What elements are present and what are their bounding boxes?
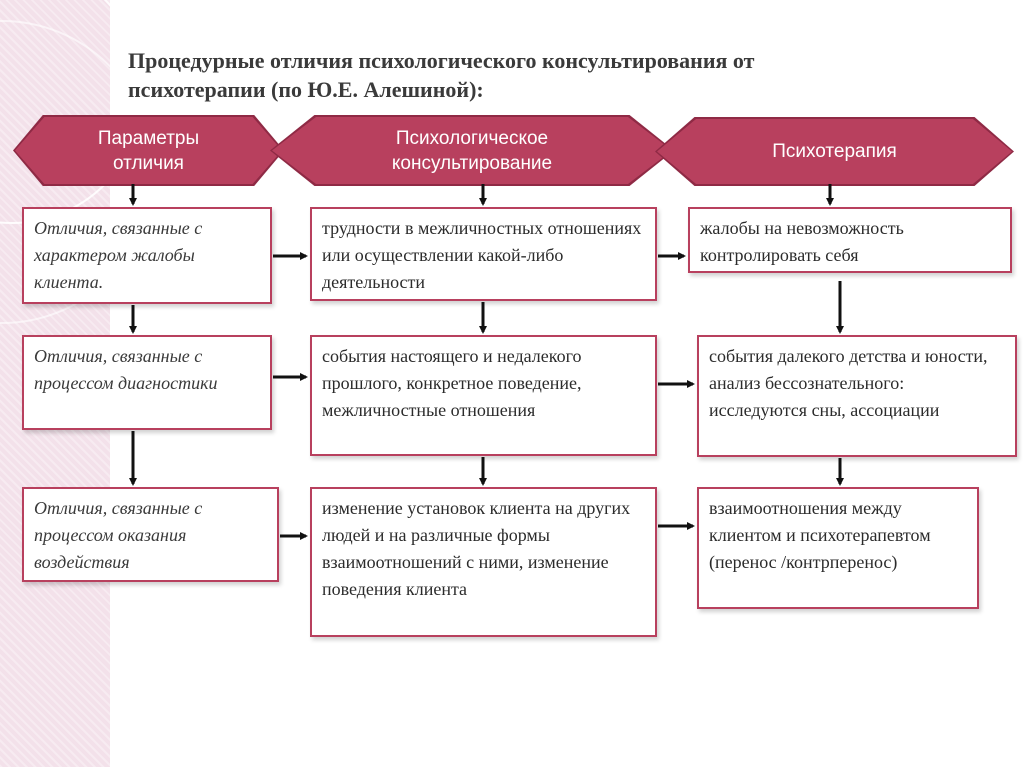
parameter-box-diagnostics: Отличия, связанные с процессом диагности… — [22, 335, 272, 430]
therapy-box-complaint: жалобы на невозможность контролировать с… — [688, 207, 1012, 273]
consulting-box-diagnostics: события настоящего и недалекого прошлого… — [310, 335, 657, 456]
header-consulting: Психологическое консультирование — [272, 117, 672, 184]
consulting-text: изменение установок клиента на других лю… — [322, 498, 631, 599]
header-params-label: Параметры отличия — [97, 127, 200, 174]
therapy-text: жалобы на невозможность контролировать с… — [700, 218, 904, 265]
header-therapy-label: Психотерапия — [772, 141, 897, 162]
consulting-box-intervention: изменение установок клиента на других лю… — [310, 487, 657, 637]
parameter-text: Отличия, связанные с характером жалобы к… — [34, 218, 203, 292]
consulting-text: события настоящего и недалекого прошлого… — [322, 346, 582, 420]
consulting-text: трудности в межличностных отношениях или… — [322, 218, 642, 292]
therapy-text: взаимоотношения между клиентом и психоте… — [709, 498, 931, 572]
header-consulting-label: Психологическое консультирование — [391, 127, 553, 174]
header-therapy: Психотерапия — [657, 119, 1012, 184]
parameter-text: Отличия, связанные с процессом оказания … — [34, 498, 203, 572]
therapy-box-diagnostics: события далекого детства и юности, анали… — [697, 335, 1017, 457]
parameter-box-intervention: Отличия, связанные с процессом оказания … — [22, 487, 279, 582]
header-params: Параметры отличия — [15, 117, 282, 184]
therapy-text: события далекого детства и юности, анали… — [709, 346, 988, 420]
parameter-box-complaint: Отличия, связанные с характером жалобы к… — [22, 207, 272, 304]
page-title: Процедурные отличия психологического кон… — [128, 48, 755, 102]
consulting-box-complaint: трудности в межличностных отношениях или… — [310, 207, 657, 301]
parameter-text: Отличия, связанные с процессом диагности… — [34, 346, 218, 393]
therapy-box-intervention: взаимоотношения между клиентом и психоте… — [697, 487, 979, 609]
